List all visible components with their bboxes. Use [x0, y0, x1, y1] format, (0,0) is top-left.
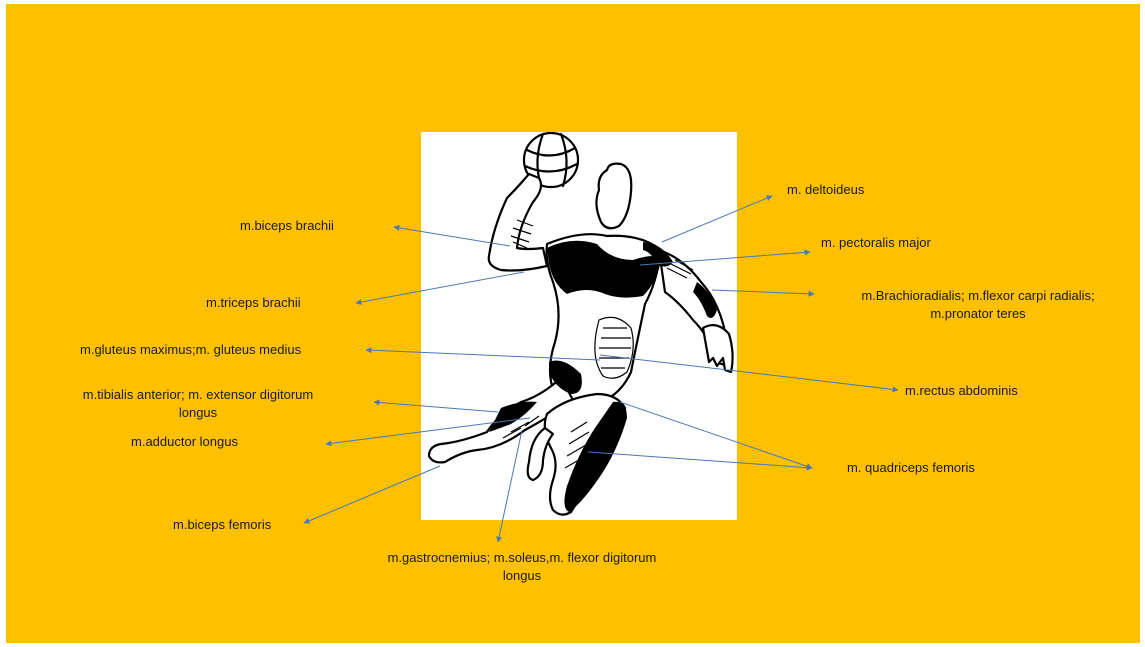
label-brachioradialis-line1: m.Brachioradialis; m.flexor carpi radial…	[861, 288, 1095, 303]
label-gluteus: m.gluteus maximus;m. gluteus medius	[80, 342, 302, 357]
athlete-illustration	[427, 131, 734, 516]
label-quadriceps-femoris: m. quadriceps femoris	[847, 460, 975, 475]
right-foot	[526, 426, 555, 482]
ball	[522, 131, 580, 189]
label-rectus-abdominis: m.rectus abdominis	[905, 383, 1018, 398]
label-gastrocnemius-line2: longus	[502, 568, 542, 583]
right-hand	[701, 323, 734, 374]
label-brachioradialis: m.Brachioradialis; m.flexor carpi radial…	[832, 287, 1124, 323]
head	[595, 162, 633, 230]
label-biceps-brachii: m.biceps brachii	[240, 218, 334, 233]
label-deltoideus: m. deltoideus	[787, 182, 865, 197]
label-gastrocnemius-line1: m.gastrocnemius; m.soleus,m. flexor digi…	[387, 550, 657, 565]
label-gastrocnemius: m.gastrocnemius; m.soleus,m. flexor digi…	[352, 549, 692, 585]
raised-arm	[487, 172, 549, 272]
label-biceps-femoris: m.biceps femoris	[173, 517, 272, 532]
label-adductor-longus: m.adductor longus	[131, 434, 238, 449]
label-tibialis: m.tibialis anterior; m. extensor digitor…	[52, 386, 344, 422]
label-brachioradialis-line2: m.pronator teres	[930, 306, 1026, 321]
label-triceps-brachii: m.triceps brachii	[206, 295, 301, 310]
label-tibialis-line2: longus	[178, 405, 218, 420]
figure-panel	[421, 131, 737, 520]
label-pectoralis-major: m. pectoralis major	[821, 235, 931, 250]
label-tibialis-line1: m.tibialis anterior; m. extensor digitor…	[82, 387, 314, 402]
